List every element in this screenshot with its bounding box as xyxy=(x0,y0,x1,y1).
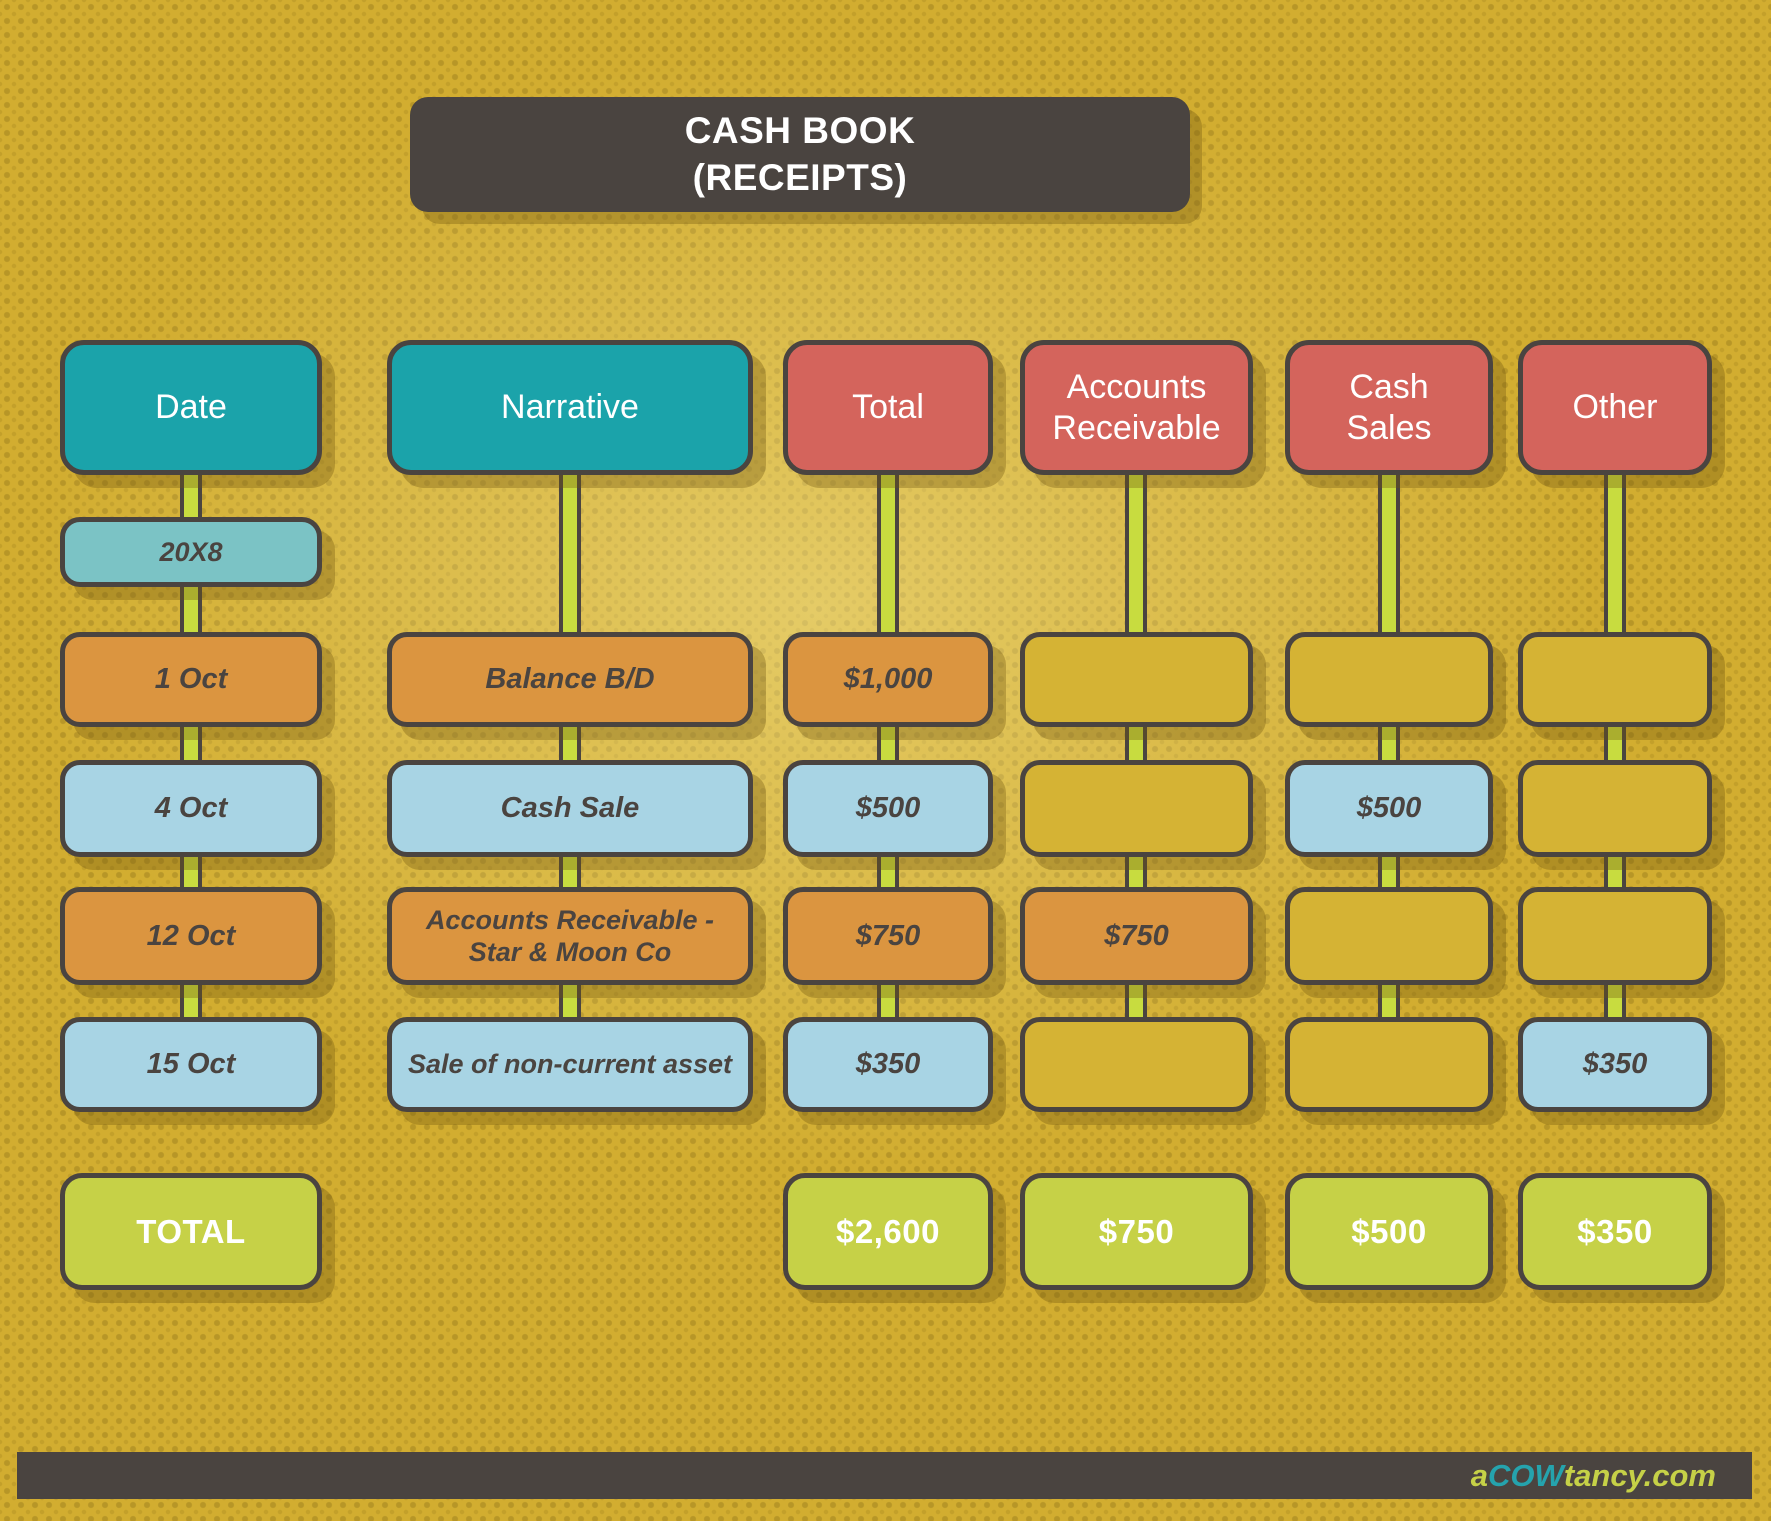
cell-value: Sale of non-current asset xyxy=(407,1049,733,1080)
logo-part-a: a xyxy=(1470,1458,1489,1493)
year-cell: 20X8 xyxy=(60,517,322,587)
cell-value: $350 xyxy=(1582,1048,1648,1081)
column-header-narrative: Narrative xyxy=(387,340,753,475)
cell-value: $350 xyxy=(855,1048,921,1081)
cell-row3-total: $750 xyxy=(783,887,993,985)
cell-row3-narrative: Accounts Receivable - Star & Moon Co xyxy=(387,887,753,985)
cell-row3-other-empty xyxy=(1518,887,1712,985)
cell-row1-accounts-receivable-empty xyxy=(1020,632,1253,727)
cell-row1-total: $1,000 xyxy=(783,632,993,727)
year-label: 20X8 xyxy=(159,536,223,567)
column-header-total: Total xyxy=(783,340,993,475)
cell-value: Balance B/D xyxy=(485,663,655,696)
column-header-accounts-receivable: Accounts Receivable xyxy=(1020,340,1253,475)
cell-value: Accounts Receivable - Star & Moon Co xyxy=(425,904,715,967)
cell-row2-other-empty xyxy=(1518,760,1712,857)
column-header-label: Accounts Receivable xyxy=(1052,368,1221,447)
cell-row1-narrative: Balance B/D xyxy=(387,632,753,727)
cell-row2-total: $500 xyxy=(783,760,993,857)
cell-row2-narrative: Cash Sale xyxy=(387,760,753,857)
total-value: $500 xyxy=(1351,1212,1427,1250)
cell-row4-narrative: Sale of non-current asset xyxy=(387,1017,753,1112)
title-line1: CASH BOOK xyxy=(684,110,916,152)
total-row-cash-sales-cell: $500 xyxy=(1285,1173,1493,1290)
cell-row4-other: $350 xyxy=(1518,1017,1712,1112)
cell-row4-date: 15 Oct xyxy=(60,1017,322,1112)
cell-value: Cash Sale xyxy=(500,792,640,825)
cell-value: $750 xyxy=(1104,919,1169,952)
cell-row1-other-empty xyxy=(1518,632,1712,727)
cell-row4-total: $350 xyxy=(783,1017,993,1112)
total-row-accounts-receivable-cell: $750 xyxy=(1020,1173,1253,1290)
cell-value: $750 xyxy=(855,919,921,952)
column-header-other: Other xyxy=(1518,340,1712,475)
total-label: TOTAL xyxy=(136,1212,246,1250)
cell-value: 4 Oct xyxy=(154,792,228,825)
footer-bar: aCOWtancy.com xyxy=(17,1452,1752,1499)
cell-row2-cash-sales: $500 xyxy=(1285,760,1493,857)
cell-row3-cash-sales-empty xyxy=(1285,887,1493,985)
cell-value: $1,000 xyxy=(843,663,933,696)
cell-row3-accounts-receivable: $750 xyxy=(1020,887,1253,985)
total-row-other-cell: $350 xyxy=(1518,1173,1712,1290)
column-header-label: Cash Sales xyxy=(1346,368,1432,447)
logo-part-cow: COW xyxy=(1488,1458,1564,1493)
column-header-cash-sales: Cash Sales xyxy=(1285,340,1493,475)
cell-row2-accounts-receivable-empty xyxy=(1020,760,1253,857)
column-header-label: Narrative xyxy=(501,388,639,427)
total-row-total-cell: $2,600 xyxy=(783,1173,993,1290)
cell-row4-accounts-receivable-empty xyxy=(1020,1017,1253,1112)
column-header-label: Total xyxy=(852,388,924,427)
cell-value: 12 Oct xyxy=(146,919,236,952)
page-title: CASH BOOK (RECEIPTS) xyxy=(410,97,1190,212)
column-header-label: Other xyxy=(1572,388,1658,427)
cell-row4-cash-sales-empty xyxy=(1285,1017,1493,1112)
cell-value: $500 xyxy=(855,792,921,825)
logo-part-tancy: tancy.com xyxy=(1563,1458,1716,1493)
total-value: $750 xyxy=(1098,1212,1175,1250)
cell-row3-date: 12 Oct xyxy=(60,887,322,985)
cell-row1-date: 1 Oct xyxy=(60,632,322,727)
cell-row2-date: 4 Oct xyxy=(60,760,322,857)
column-header-date: Date xyxy=(60,340,322,475)
acowtancy-logo: aCOWtancy.com xyxy=(1471,1460,1716,1491)
cell-value: $500 xyxy=(1356,792,1422,825)
cell-value: 15 Oct xyxy=(146,1048,236,1081)
total-row-label-cell: TOTAL xyxy=(60,1173,322,1290)
total-value: $350 xyxy=(1577,1212,1653,1250)
cell-row1-cash-sales-empty xyxy=(1285,632,1493,727)
title-line2: (RECEIPTS) xyxy=(692,156,908,198)
column-header-label: Date xyxy=(155,388,227,427)
total-value: $2,600 xyxy=(836,1212,940,1250)
cell-value: 1 Oct xyxy=(154,663,228,696)
